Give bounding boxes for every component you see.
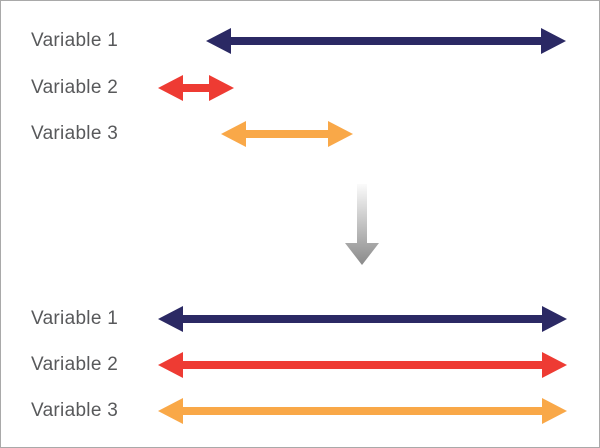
down-arrow-icon bbox=[345, 184, 379, 265]
arrow-head-right-icon bbox=[542, 352, 567, 378]
variable-1-label: Variable 1 bbox=[31, 308, 119, 329]
arrow-shaft bbox=[178, 407, 547, 415]
variable-1-range-arrow bbox=[158, 306, 567, 332]
variable-row: Variable 2 bbox=[1, 75, 599, 101]
arrow-head-right-icon bbox=[542, 306, 567, 332]
variable-1-label: Variable 1 bbox=[31, 30, 119, 51]
arrow-shaft bbox=[241, 130, 333, 138]
variable-3-label: Variable 3 bbox=[31, 400, 119, 421]
arrow-head-right-icon bbox=[328, 121, 353, 147]
variable-row: Variable 1 bbox=[1, 306, 599, 332]
variable-1-range-arrow bbox=[206, 28, 566, 54]
variable-row: Variable 2 bbox=[1, 352, 599, 378]
arrow-shaft bbox=[178, 315, 547, 323]
variable-3-range-arrow bbox=[158, 398, 567, 424]
arrow-shaft bbox=[178, 361, 547, 369]
variable-row: Variable 1 bbox=[1, 28, 599, 54]
variable-2-label: Variable 2 bbox=[31, 77, 119, 98]
arrow-head-right-icon bbox=[542, 398, 567, 424]
variable-row: Variable 3 bbox=[1, 121, 599, 147]
variable-2-range-arrow bbox=[158, 352, 567, 378]
variable-2-label: Variable 2 bbox=[31, 354, 119, 375]
arrow-head-right-icon bbox=[541, 28, 566, 54]
variable-row: Variable 3 bbox=[1, 398, 599, 424]
arrow-shaft bbox=[226, 37, 546, 45]
variable-3-range-arrow bbox=[221, 121, 353, 147]
variable-3-label: Variable 3 bbox=[31, 123, 119, 144]
arrow-shaft bbox=[178, 84, 214, 92]
arrow-head-right-icon bbox=[209, 75, 234, 101]
variable-2-range-arrow bbox=[158, 75, 234, 101]
